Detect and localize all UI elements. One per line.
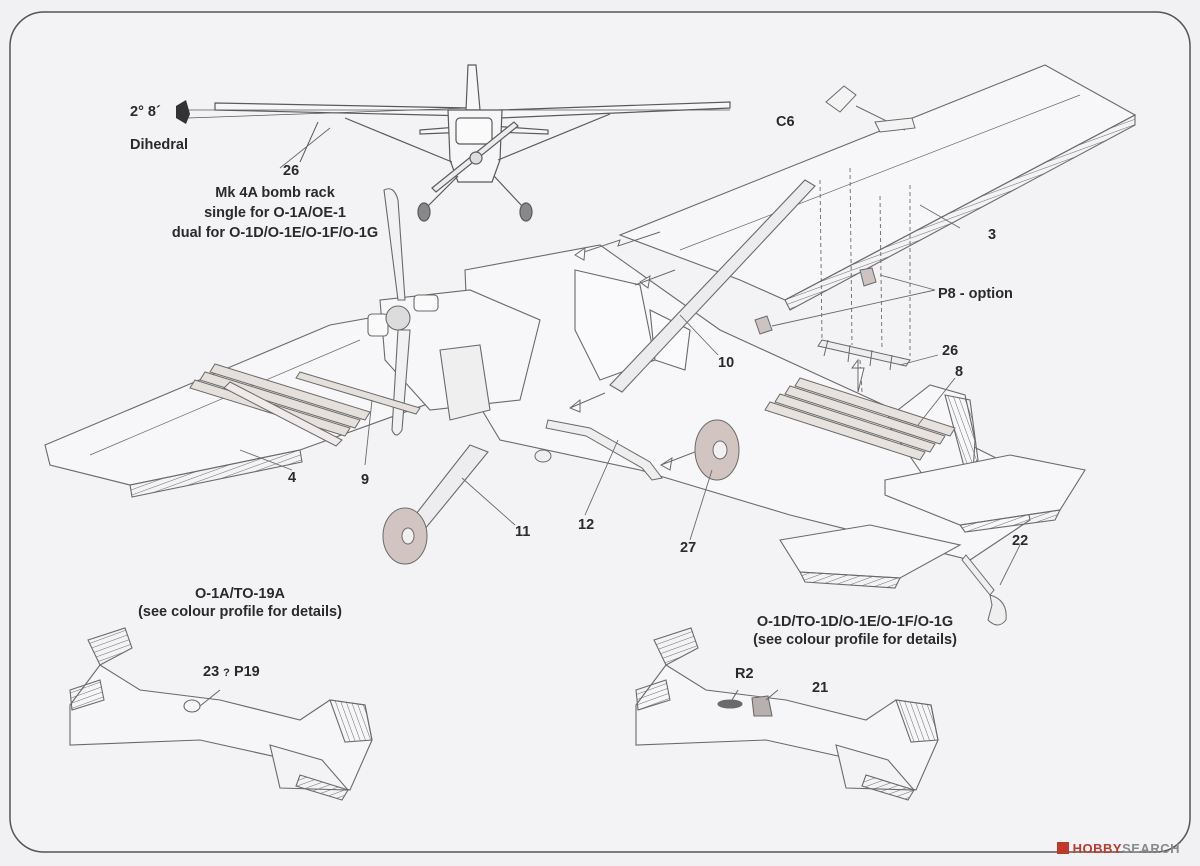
part-26-rack: [817, 339, 911, 371]
part-23-number: 23: [203, 664, 220, 680]
part-26-label-top: 26: [283, 163, 300, 179]
part-4-label: 4: [288, 470, 297, 486]
part-10-label: 10: [718, 355, 735, 371]
part-8-label: 8: [955, 364, 964, 380]
dihedral-arrow-icon: [176, 100, 190, 124]
part-9-label: 9: [361, 472, 370, 488]
watermark-brand-a: HOBBY: [1072, 841, 1123, 856]
part-22-label: 22: [1012, 533, 1029, 549]
rack-title: Mk 4A bomb rack: [215, 185, 335, 201]
part-c6-label: C6: [776, 114, 795, 130]
variant-d-fuselage: [635, 627, 939, 801]
part-c6: [825, 85, 916, 133]
part-p8-option-label: P8 - option: [938, 286, 1013, 302]
part-9-tube: [295, 371, 421, 415]
dihedral-angle: 2° 8´: [130, 104, 161, 120]
part-12-label: 12: [578, 517, 595, 533]
alt-part-glyph: ?: [223, 667, 230, 679]
part-26-label: 26: [942, 343, 959, 359]
part-23-label: 23 ? P19: [203, 664, 260, 680]
variant-a-title: O-1A/TO-19A: [195, 586, 285, 602]
part-22-tailhook: [961, 554, 1007, 626]
arrows: [569, 231, 865, 471]
wheel-27-hub: [712, 440, 728, 460]
dihedral-label: Dihedral: [130, 137, 189, 153]
variant-a-subtitle: (see colour profile for details): [138, 604, 342, 620]
rack-line1: single for O-1A/OE-1: [204, 205, 346, 221]
part-27-label: 27: [680, 540, 697, 556]
part-p8-option-b: [754, 315, 773, 335]
rack-line2: dual for O-1D/O-1E/O-1F/O-1G: [171, 225, 379, 241]
variant-d-title: O-1D/TO-1D/O-1E/O-1F/O-1G: [756, 614, 954, 630]
leader-lines: [239, 127, 1021, 586]
watermark-logo-icon: [1056, 842, 1069, 854]
rocket-rack-left: [189, 363, 371, 447]
watermark-brand-b: SEARCH: [1122, 841, 1180, 856]
part-p8-option-a: [859, 267, 877, 287]
wheel-main-hub: [401, 527, 415, 545]
part-12-strut: [545, 419, 663, 481]
part-11-label: 11: [515, 524, 531, 540]
propeller: [383, 188, 411, 436]
watermark: HOBBYSEARCH: [1056, 841, 1180, 856]
part-r2-label: R2: [735, 666, 754, 682]
part-p19-label: P19: [233, 664, 260, 680]
variant-d-subtitle: (see colour profile for details): [753, 632, 957, 648]
rocket-rack-right: [764, 377, 956, 461]
part-21-label: 21: [812, 680, 829, 696]
front-view-aircraft: [187, 64, 731, 222]
part-3-label: 3: [988, 227, 997, 243]
variant-a-fuselage: [69, 627, 373, 801]
step: [534, 449, 552, 463]
